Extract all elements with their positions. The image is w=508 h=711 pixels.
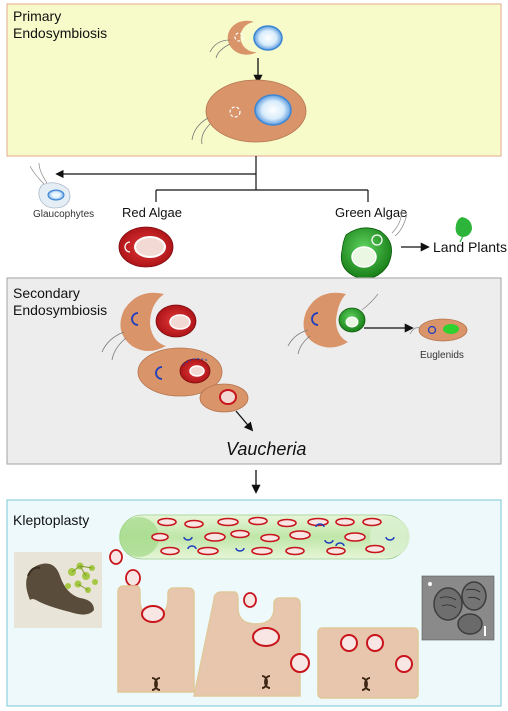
secondary-endosymbiosis-panel — [6, 277, 502, 465]
green-algae-cell — [340, 208, 408, 279]
secondary-title-line2: Endosymbiosis — [13, 302, 107, 318]
label-glaucophytes: Glaucophytes — [33, 209, 94, 220]
secondary-title-line1: Secondary — [13, 285, 80, 301]
gut-cell-right — [317, 627, 419, 699]
secondary-plastid-cell — [199, 383, 249, 413]
host-containing-red-alga — [137, 347, 223, 397]
gut-cell-left — [117, 585, 195, 693]
primary-title-line1: Primary — [13, 8, 61, 24]
sea-slug-photo — [14, 552, 102, 628]
label-vaucheria: Vaucheria — [226, 439, 306, 459]
lineage-tree — [55, 156, 369, 202]
arrow-vaucheria — [235, 410, 254, 432]
euglenid-cell — [409, 318, 468, 342]
free-chloroplasts — [109, 549, 257, 608]
host-engulfing-green-alga — [287, 292, 379, 355]
label-red-algae: Red Algae — [122, 205, 182, 220]
filament-chloroplasts — [151, 516, 385, 556]
label-euglenids: Euglenids — [420, 350, 464, 361]
label-green-algae: Green Algae — [335, 205, 407, 220]
primary-host-cell — [191, 79, 307, 145]
kleptoplasty-title: Kleptoplasty — [13, 512, 89, 528]
red-algae-cell — [118, 226, 174, 268]
leaf-icon — [455, 217, 472, 243]
electron-micrograph — [421, 575, 495, 641]
glaucophyte-cell — [29, 162, 71, 209]
host-engulfing-red-alga — [101, 292, 197, 361]
primary-title-line2: Endosymbiosis — [13, 25, 107, 41]
filament-nuclei — [183, 523, 395, 552]
gut-cell-middle — [193, 591, 310, 697]
label-land-plants: Land Plants — [433, 239, 507, 255]
host-engulfing-cyanobacterium — [209, 20, 283, 59]
